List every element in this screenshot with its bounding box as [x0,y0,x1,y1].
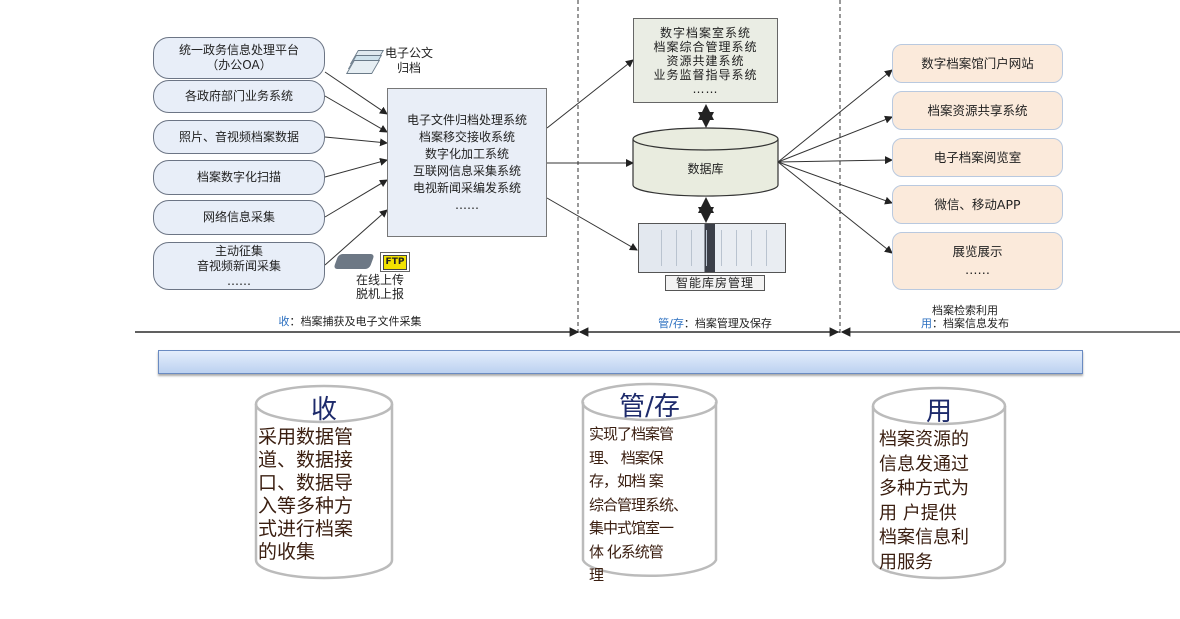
body-line: 理、 档案保 [589,448,664,467]
note-line: 在线上传 [355,273,404,287]
output-label: 档案资源共享系统 [927,102,1028,118]
system-label: 电子文件归档处理系统 [406,112,527,127]
output-label: 电子档案阅览室 [933,149,1022,165]
output-sharing-system: 档案资源共享系统 [892,91,1063,130]
output-label: 微信、移动APP [934,196,1021,212]
note-line: 脱机上报 [355,287,404,301]
output-label: …… [965,262,990,277]
database-label: 数据库 [687,162,724,176]
body-line: 入等多种方 [258,495,354,517]
source-gov-business: 各政府部门业务系统 [153,80,325,113]
section-text: 档案检索利用 [932,304,998,317]
source-label: 主动征集 [214,243,263,258]
section-collect-label: 收：档案捕获及电子文件采集 [200,315,500,328]
cylinder-body: 档案资源的信息发通过多种方式为用 户提供档案信息利用服务 [873,428,1005,575]
source-label: 网络信息采集 [202,210,275,224]
output-wechat-app: 微信、移动APP [892,185,1063,224]
source-label: （办公OA） [206,58,272,72]
document-stack-icon [345,50,385,74]
section-key: 用 [921,317,932,330]
body-line: 体 化系统管 [589,542,664,561]
output-exhibition: 展览展示 …… [892,232,1063,290]
source-media-data: 照片、音视频档案数据 [153,120,325,154]
section-use-label: 档案检索利用用：档案信息发布 [880,304,1050,330]
doc-archive-note: 电子公文归档 [384,46,434,76]
hard-disk-icon [333,254,375,269]
body-line: 综合管理系统、 [589,495,688,514]
cylinder-body: 采用数据管道、数据接口、数据导入等多种方式进行档案的收集 [256,426,392,564]
system-label: 资源共建系统 [666,53,745,68]
body-line: 用服务 [879,551,933,573]
system-label: 档案综合管理系统 [653,39,758,54]
body-line: 多种方式为 [879,478,969,499]
source-oa-platform: 统一政务信息处理平台（办公OA） [153,37,325,79]
section-text: ：档案信息发布 [932,317,1009,330]
system-label: 业务监督指导系统 [653,67,758,82]
system-label: 电视新闻采编发系统 [412,180,521,195]
system-label: 数字化加工系统 [424,146,509,161]
note-line: 电子公文 [384,46,433,60]
system-label: 档案移交接收系统 [418,129,515,144]
system-label: 数字档案室系统 [659,25,751,40]
source-label: 统一政务信息处理平台 [178,43,299,57]
storage-label: 智能库房管理 [665,275,765,291]
body-line: 实现了档案管 [589,425,674,443]
body-line: 道、数据接 [258,449,354,471]
body-line: 的收集 [258,541,316,563]
cylinder-title: 收 [310,395,337,425]
upload-note: 在线上传脱机上报 [345,273,415,301]
body-line: 理 [589,566,604,584]
section-manage-label: 管/存：档案管理及保存 [600,317,830,330]
collection-systems-box: 电子文件归档处理系统 档案移交接收系统 数字化加工系统 互联网信息采集系统 电视… [387,88,547,237]
note-line: 归档 [396,61,421,75]
section-key: 管/存 [658,317,684,330]
ftp-icon: FTP [380,252,410,272]
output-label: 数字档案馆门户网站 [921,55,1034,71]
source-label: 各政府部门业务系统 [184,89,293,103]
body-line: 集中式馆室一 [589,519,674,537]
system-label: …… [692,81,719,96]
cylinder-title: 管/存 [619,392,680,422]
archive-systems-box: 数字档案室系统 档案综合管理系统 资源共建系统 业务监督指导系统 …… [633,18,778,103]
output-reading-room: 电子档案阅览室 [892,138,1063,177]
source-label: …… [227,273,251,288]
phase-banner-bar [158,350,1083,374]
section-key: 收 [278,315,290,328]
body-line: 档案信息利 [879,527,969,548]
output-portal-site: 数字档案馆门户网站 [892,44,1063,83]
cylinder-title: 用 [925,397,952,427]
source-active-collection: 主动征集音视频新闻采集…… [153,242,325,290]
cylinder-body: 实现了档案管理、 档案保存，如档 案综合管理系统、集中式馆室一体 化系统管理 [583,423,733,588]
source-label: 档案数字化扫描 [196,170,281,184]
ftp-label: FTP [383,255,407,270]
body-line: 口、数据导 [258,472,354,494]
cylinder-use: 用 档案资源的信息发通过多种方式为用 户提供档案信息利用服务 [873,391,1005,575]
cylinder-collect: 收 采用数据管道、数据接口、数据导入等多种方式进行档案的收集 [256,389,392,564]
source-web-collection: 网络信息采集 [153,200,325,235]
body-line: 存，如档 案 [589,472,664,490]
output-label: 展览展示 [952,244,1003,259]
cylinder-manage: 管/存 实现了档案管理、 档案保存，如档 案综合管理系统、集中式馆室一体 化系统… [583,386,733,588]
source-label: 音视频新闻采集 [196,258,281,273]
database-cylinder [632,127,779,197]
smart-storage-shelves-image [638,223,786,273]
body-line: 用 户提供 [879,502,957,524]
source-label: 照片、音视频档案数据 [178,129,299,144]
section-text: ：档案捕获及电子文件采集 [289,315,422,328]
body-line: 采用数据管 [258,426,354,448]
section-text: ：档案管理及保存 [683,317,772,330]
body-line: 式进行档案 [258,518,354,540]
system-label: …… [455,197,479,212]
system-label: 互联网信息采集系统 [412,163,521,178]
source-digitization: 档案数字化扫描 [153,160,325,195]
body-line: 档案资源的 [879,429,969,450]
body-line: 信息发通过 [879,453,969,475]
bottom-cylinders [254,382,1007,580]
